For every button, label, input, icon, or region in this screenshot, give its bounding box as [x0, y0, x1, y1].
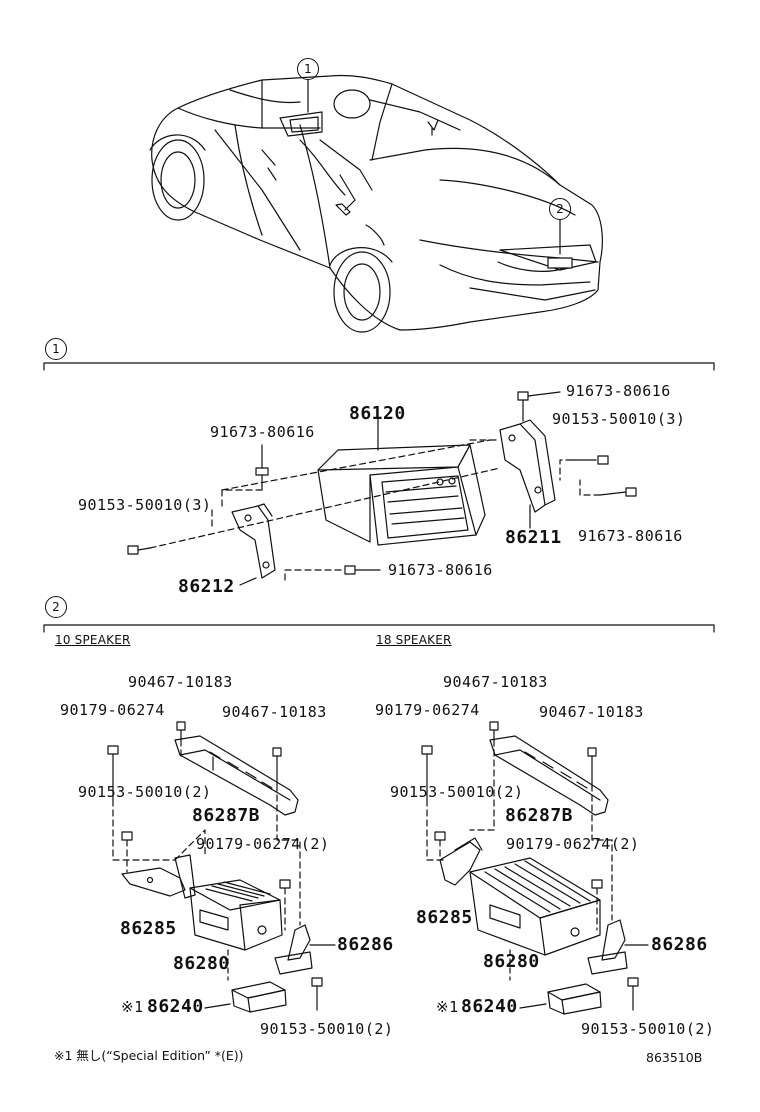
section1-frame: [43, 362, 715, 371]
part-91673-80616-right: 91673-80616: [578, 527, 683, 545]
left-note-mark: ※1: [121, 998, 144, 1016]
left-part-90153-50010-bottom: 90153-50010(2): [260, 1020, 394, 1038]
left-part-90467-10183-top: 90467-10183: [128, 673, 233, 691]
right-part-86240: 86240: [461, 996, 518, 1017]
right-part-90179-06274-2: 90179-06274(2): [506, 835, 640, 853]
callout-1-car: 1: [297, 58, 319, 80]
right-part-90153-50010-bottom: 90153-50010(2): [581, 1020, 715, 1038]
left-part-90179-06274-2: 90179-06274(2): [196, 835, 330, 853]
left-assembly-lines: [112, 739, 301, 931]
right-assembly-lines: [426, 739, 613, 931]
left-part-86285: 86285: [120, 918, 177, 939]
right-part-90467-10183-top: 90467-10183: [443, 673, 548, 691]
bracket-86211-drawing: [499, 419, 556, 529]
left-part-86240: 86240: [147, 996, 204, 1017]
right-part-90467-10183-right: 90467-10183: [539, 703, 644, 721]
right-part-86280: 86280: [483, 951, 540, 972]
header-10-speaker: 10 SPEAKER: [55, 633, 131, 647]
section1-fasteners: [127, 391, 637, 575]
section1-marker: 1: [45, 338, 67, 360]
left-part-86287B: 86287B: [192, 805, 261, 826]
part-91673-80616-bottom: 91673-80616: [388, 561, 493, 579]
car-illustration: [149, 74, 603, 333]
right-part-86287B: 86287B: [505, 805, 574, 826]
left-part-90467-10183-right: 90467-10183: [222, 703, 327, 721]
left-part-86286: 86286: [337, 934, 394, 955]
bracket-86212-drawing: [231, 503, 276, 586]
left-assembly-drawing: [107, 721, 336, 1013]
part-90153-50010-left: 90153-50010(3): [78, 496, 212, 514]
diagram-code: 863510B: [646, 1050, 703, 1065]
right-part-90179-06274: 90179-06274: [375, 701, 480, 719]
right-part-86286: 86286: [651, 934, 708, 955]
part-91673-80616-upper-left: 91673-80616: [210, 423, 315, 441]
left-part-86280: 86280: [173, 953, 230, 974]
right-assembly-drawing: [421, 721, 649, 1015]
section1-assembly-lines: [149, 414, 601, 581]
part-86211: 86211: [505, 527, 562, 548]
header-18-speaker: 18 SPEAKER: [376, 633, 452, 647]
left-part-90153-50010-mid: 90153-50010(2): [78, 783, 212, 801]
left-part-90179-06274: 90179-06274: [60, 701, 165, 719]
part-86212: 86212: [178, 576, 235, 597]
part-91673-80616-top-right: 91673-80616: [566, 382, 671, 400]
section2-frame: [43, 624, 715, 633]
part-86120: 86120: [349, 403, 406, 424]
head-unit-drawing: [317, 416, 486, 546]
section2-marker: 2: [45, 596, 67, 618]
right-part-86285: 86285: [416, 907, 473, 928]
right-note-mark: ※1: [436, 998, 459, 1016]
right-part-90153-50010-mid: 90153-50010(2): [390, 783, 524, 801]
callout-2-car: 2: [549, 198, 571, 220]
part-90153-50010-right: 90153-50010(3): [552, 410, 686, 428]
footnote: ※1 無し(“Special Edition” *(E)): [54, 1048, 244, 1063]
